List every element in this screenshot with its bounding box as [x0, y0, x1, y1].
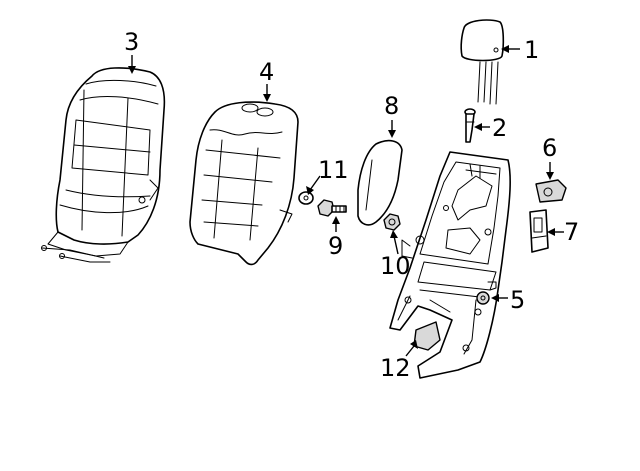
- arrow-11: [306, 186, 314, 195]
- arrow-4: [263, 94, 271, 102]
- callout-11: 11: [318, 156, 349, 184]
- callout-9: 9: [328, 232, 343, 260]
- callout-4: 4: [259, 58, 274, 86]
- arrow-8: [388, 130, 396, 138]
- callout-3: 3: [124, 28, 139, 56]
- arrow-2: [474, 123, 482, 131]
- callout-2: 2: [492, 114, 507, 142]
- callout-7: 7: [564, 218, 579, 246]
- part-9-bolt: [317, 199, 347, 217]
- arrow-9: [332, 216, 340, 224]
- callout-1: 1: [524, 36, 539, 64]
- part-5-pivot: [476, 291, 490, 305]
- leader-11: [309, 175, 321, 191]
- arrow-1: [501, 45, 509, 53]
- part-11-washer: [298, 191, 314, 205]
- part-4-seat-back-pad: [189, 101, 299, 266]
- part-7-latch-cover: [529, 209, 549, 253]
- callout-10: 10: [380, 252, 411, 280]
- leader-10: [393, 235, 399, 255]
- part-6-latch: [535, 179, 567, 203]
- callout-5: 5: [510, 286, 525, 314]
- leader-12: [405, 345, 415, 357]
- arrow-10: [390, 230, 398, 238]
- arrow-6: [546, 172, 554, 180]
- part-10-nut: [383, 213, 401, 231]
- part-12-bracket: [413, 321, 441, 351]
- callout-6: 6: [542, 134, 557, 162]
- callout-12: 12: [380, 354, 411, 382]
- arrow-5: [491, 294, 499, 302]
- callout-8: 8: [384, 92, 399, 120]
- arrow-12: [410, 340, 418, 349]
- part-2-headrest-guide: [464, 108, 476, 143]
- part-1-headrest: [460, 19, 505, 105]
- part-8-side-trim: [357, 139, 403, 226]
- arrow-7: [547, 228, 555, 236]
- arrow-3: [128, 66, 136, 74]
- part-3-seat-back-cover: [41, 67, 166, 263]
